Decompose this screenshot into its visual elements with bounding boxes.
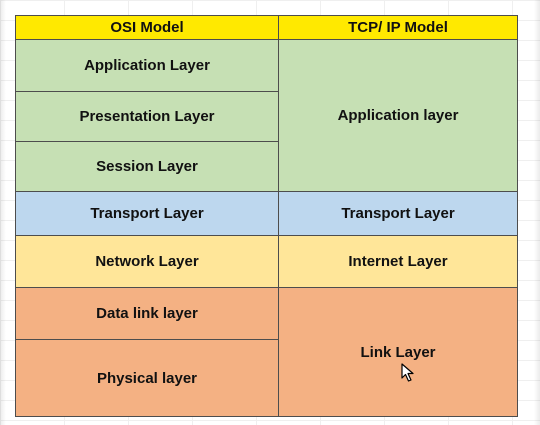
osi-data-link-layer: Data link layer xyxy=(15,287,279,340)
osi-vs-tcpip-table: OSI Model TCP/ IP Model Application Laye… xyxy=(15,15,518,417)
mouse-pointer-icon xyxy=(401,363,414,382)
osi-presentation-layer: Presentation Layer xyxy=(15,91,279,142)
osi-application-layer: Application Layer xyxy=(15,39,279,92)
left-edge-shadow xyxy=(0,0,6,425)
osi-session-layer: Session Layer xyxy=(15,141,279,192)
tcpip-model-header: TCP/ IP Model xyxy=(278,15,518,40)
tcpip-internet-layer: Internet Layer xyxy=(278,235,518,288)
tcpip-transport-layer: Transport Layer xyxy=(278,191,518,236)
osi-physical-layer: Physical layer xyxy=(15,339,279,417)
osi-transport-layer: Transport Layer xyxy=(15,191,279,236)
osi-model-header: OSI Model xyxy=(15,15,279,40)
tcpip-application-layer: Application layer xyxy=(278,39,518,192)
tcpip-link-layer: Link Layer xyxy=(278,287,518,417)
osi-network-layer: Network Layer xyxy=(15,235,279,288)
right-edge-shadow xyxy=(534,0,540,425)
